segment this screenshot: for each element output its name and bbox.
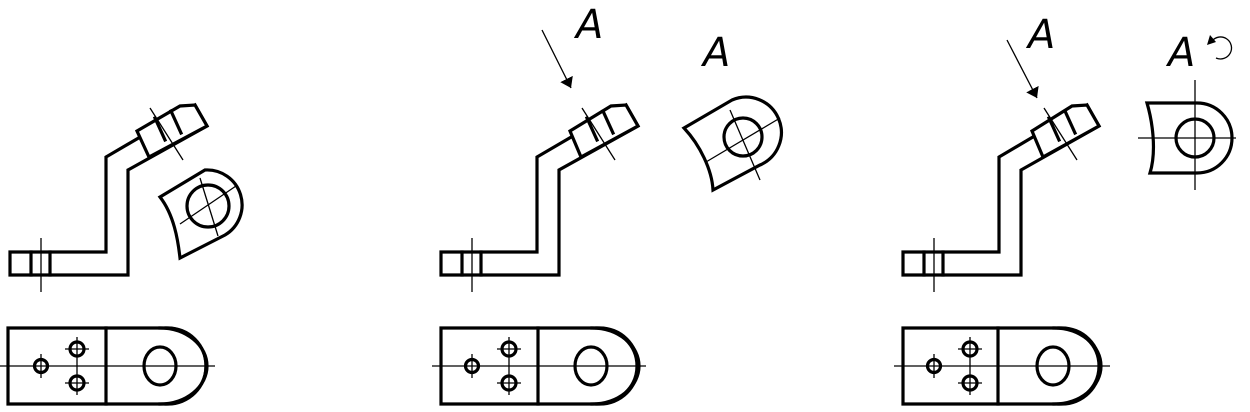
- top-view: [894, 326, 1110, 406]
- view-label-A: A: [573, 2, 603, 48]
- front-view-section: [901, 102, 1102, 292]
- front-view-section: [439, 102, 641, 292]
- view-2: A A: [432, 2, 783, 406]
- view-direction-arrow: [541, 29, 573, 89]
- rotation-symbol-icon: [1207, 35, 1233, 60]
- auxiliary-view-A: [681, 95, 783, 193]
- view-3: A A: [894, 12, 1236, 406]
- top-view: [0, 326, 215, 406]
- view-1: [0, 102, 244, 406]
- front-view-section: [8, 102, 210, 292]
- view-label-A: A: [1025, 12, 1055, 58]
- auxiliary-view-A: [157, 168, 244, 261]
- auxiliary-view-label: A: [700, 30, 730, 76]
- rotated-view-label: A: [1165, 30, 1195, 76]
- rotated-auxiliary-view-A: [1138, 80, 1236, 190]
- view-direction-arrow: [1006, 39, 1039, 99]
- top-view: [432, 326, 646, 406]
